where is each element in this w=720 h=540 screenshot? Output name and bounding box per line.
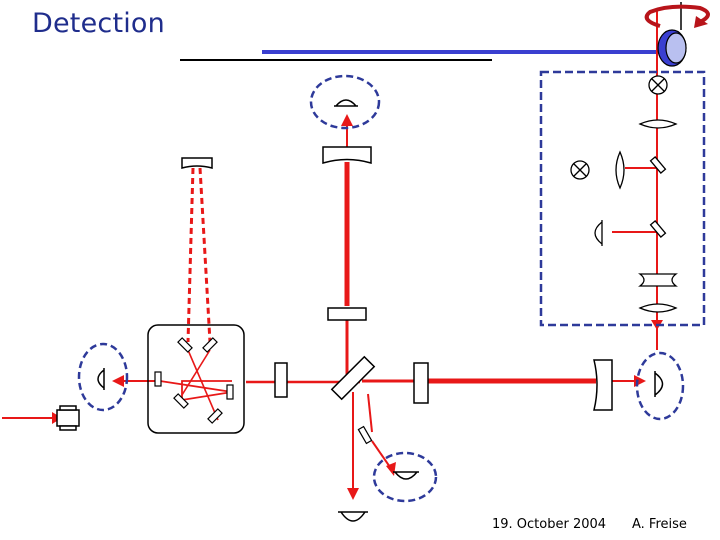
mc-mirror-4 [226, 384, 234, 400]
photodiode-east-icon [654, 371, 664, 397]
photodiode-west [77, 342, 129, 412]
photodiode-north-icon [334, 99, 358, 107]
end-mirror-east [593, 359, 613, 411]
bench-lens-4 [638, 303, 678, 313]
end-mirror-north [322, 146, 372, 164]
mc-mirror-5 [173, 393, 189, 409]
laser-top [59, 405, 77, 411]
mc-mirror-2 [202, 337, 218, 353]
footer-date: 19. October 2004 [492, 517, 607, 532]
bench-lens-1 [638, 119, 678, 129]
mode-cleaner-mirrors [154, 337, 234, 424]
mc-dashed-beam-right [198, 167, 212, 343]
slide-title: Detection [32, 8, 165, 39]
mc-cross-beam [187, 349, 219, 421]
detector-ring-east [635, 351, 685, 421]
detector-ring-south [372, 451, 438, 503]
photodiode-north [309, 74, 381, 130]
power-recycling-mirror [274, 362, 288, 398]
pickoff-plate [357, 425, 373, 445]
bench-camera-side-x2 [573, 163, 587, 177]
detection-bench-optics [570, 75, 678, 313]
bench-splitter-1 [649, 156, 667, 174]
mc-dashed-beam-left [186, 167, 195, 343]
laser-bottom [59, 425, 77, 431]
rotation-arrow-icon [644, 4, 710, 28]
photodiode-east [635, 351, 685, 421]
arrow-north [341, 114, 353, 126]
mc-zigzag-beam [159, 380, 233, 402]
photodiode-output [338, 511, 368, 522]
pickoff-beam [367, 393, 373, 433]
bench-photodiode [594, 220, 603, 246]
detection-bench [539, 70, 706, 327]
bench-camera-top-x2 [651, 78, 665, 92]
footer-author: A. Freise [632, 517, 687, 532]
arrow-output [347, 488, 359, 500]
detector-ring-north [309, 74, 381, 130]
laser-body [56, 409, 80, 427]
photodiode-south-icon [393, 471, 419, 480]
mode-cleaner [147, 324, 245, 434]
beam-splitter [330, 355, 376, 401]
mc-mirror-1 [177, 337, 193, 353]
detector-ring-west [77, 342, 129, 412]
photodiode-south [372, 451, 438, 503]
laser [56, 405, 80, 431]
north-inner-mirror [327, 307, 367, 321]
rotation-arrow-head-icon [694, 16, 708, 28]
mc-mirror-3 [154, 371, 162, 387]
bench-lens-2 [615, 150, 625, 190]
bench-lens-3 [638, 273, 678, 287]
laser-beams [2, 8, 658, 492]
east-inner-mirror [413, 362, 429, 404]
mc-mirror-6 [207, 408, 223, 424]
bench-splitter-2 [649, 220, 667, 238]
modulator-disc-front [665, 32, 687, 64]
mc-cross-beam-2 [181, 349, 211, 396]
mc-end-mirror [181, 157, 213, 169]
rotating-modulator [644, 2, 710, 67]
arrow-west [112, 375, 124, 387]
photodiode-west-icon [97, 368, 105, 390]
